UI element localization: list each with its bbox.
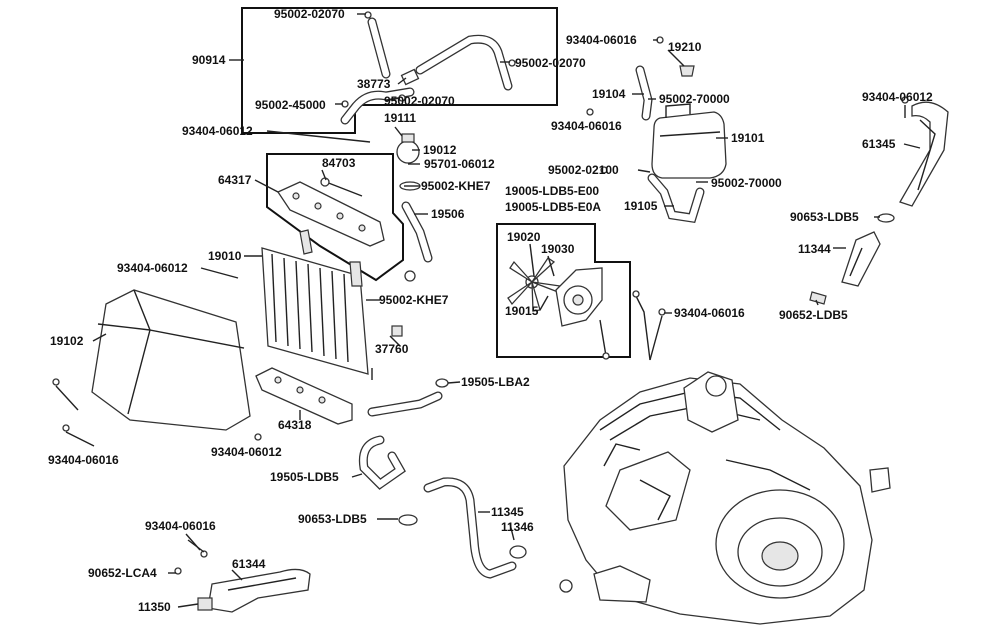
label-95002-02070-top: 95002-02070 (274, 7, 345, 21)
label-93404-06016-lower: 93404-06016 (145, 519, 216, 533)
upper-bracket (277, 177, 385, 247)
label-90652-lca4: 90652-LCA4 (88, 566, 157, 580)
label-61345: 61345 (862, 137, 896, 151)
label-95002-khe7-bottom: 95002-KHE7 (379, 293, 449, 307)
label-19101: 19101 (731, 131, 765, 145)
fan-shroud (52, 289, 251, 447)
label-19005-ldb5-e0a: 19005-LDB5-E0A (505, 200, 602, 214)
label-93404-06012-right: 93404-06012 (862, 90, 933, 104)
radiator (261, 229, 416, 380)
label-19506: 19506 (431, 207, 465, 221)
label-90652-ldb5: 90652-LDB5 (779, 308, 848, 322)
label-95701-06012: 95701-06012 (424, 157, 495, 171)
hose-kit-parts (340, 11, 516, 125)
label-84703: 84703 (322, 156, 356, 170)
label-19104: 19104 (592, 87, 626, 101)
label-11345: 11345 (491, 505, 524, 519)
label-90914: 90914 (192, 53, 226, 67)
thermostat-parts (396, 133, 433, 263)
lower-hoses (358, 378, 527, 579)
label-90653-ldb5-lower: 90653-LDB5 (298, 512, 367, 526)
label-95002-02070-bottom: 95002-02070 (384, 94, 455, 108)
label-19010: 19010 (208, 249, 242, 263)
engine-assembly (559, 371, 891, 625)
fan-assembly (507, 257, 666, 361)
label-95002-02070-right: 95002-02070 (515, 56, 586, 70)
label-38773: 38773 (357, 77, 391, 91)
radiator-bracket-box (266, 153, 404, 282)
lower-bracket (254, 367, 353, 441)
label-95002-70000-bottom: 95002-70000 (711, 176, 782, 190)
fan-assembly-box (496, 223, 631, 358)
label-19210: 19210 (668, 40, 702, 54)
label-19102: 19102 (50, 334, 84, 348)
label-37760: 37760 (375, 342, 409, 356)
label-11344: 11344 (798, 242, 831, 256)
leader-lines (92, 13, 921, 608)
label-95002-45000: 95002-45000 (255, 98, 326, 112)
label-19020: 19020 (507, 230, 541, 244)
label-19105: 19105 (624, 199, 658, 213)
label-61344: 61344 (232, 557, 266, 571)
label-19111: 19111 (384, 111, 417, 125)
label-93404-06012-bottom: 93404-06012 (211, 445, 282, 459)
label-93404-06016-mid: 93404-06016 (551, 119, 622, 133)
label-19012: 19012 (423, 143, 457, 157)
label-93404-06016-left: 93404-06016 (48, 453, 119, 467)
label-11350: 11350 (138, 600, 171, 614)
label-93404-06012-top: 93404-06012 (182, 124, 253, 138)
label-64317: 64317 (218, 173, 252, 187)
label-11346: 11346 (501, 520, 534, 534)
label-95002-02100: 95002-02100 (548, 163, 619, 177)
label-19015: 19015 (505, 304, 539, 318)
label-19030: 19030 (541, 242, 575, 256)
reservoir-parts (586, 36, 727, 224)
label-64318: 64318 (278, 418, 312, 432)
label-19505-ldb5: 19505-LDB5 (270, 470, 339, 484)
label-93404-06012-left: 93404-06012 (117, 261, 188, 275)
label-19505-lba2: 19505-LBA2 (461, 375, 530, 389)
label-19005-ldb5-e00: 19005-LDB5-E00 (505, 184, 600, 198)
label-95002-70000-top: 95002-70000 (659, 92, 730, 106)
lower-left-duct (174, 539, 311, 613)
label-95002-khe7-top: 95002-KHE7 (421, 179, 491, 193)
label-93404-06016-fan: 93404-06016 (674, 306, 745, 320)
label-93404-06016-upper-right: 93404-06016 (566, 33, 637, 47)
right-hoses (809, 96, 949, 305)
label-90653-ldb5-right: 90653-LDB5 (790, 210, 859, 224)
